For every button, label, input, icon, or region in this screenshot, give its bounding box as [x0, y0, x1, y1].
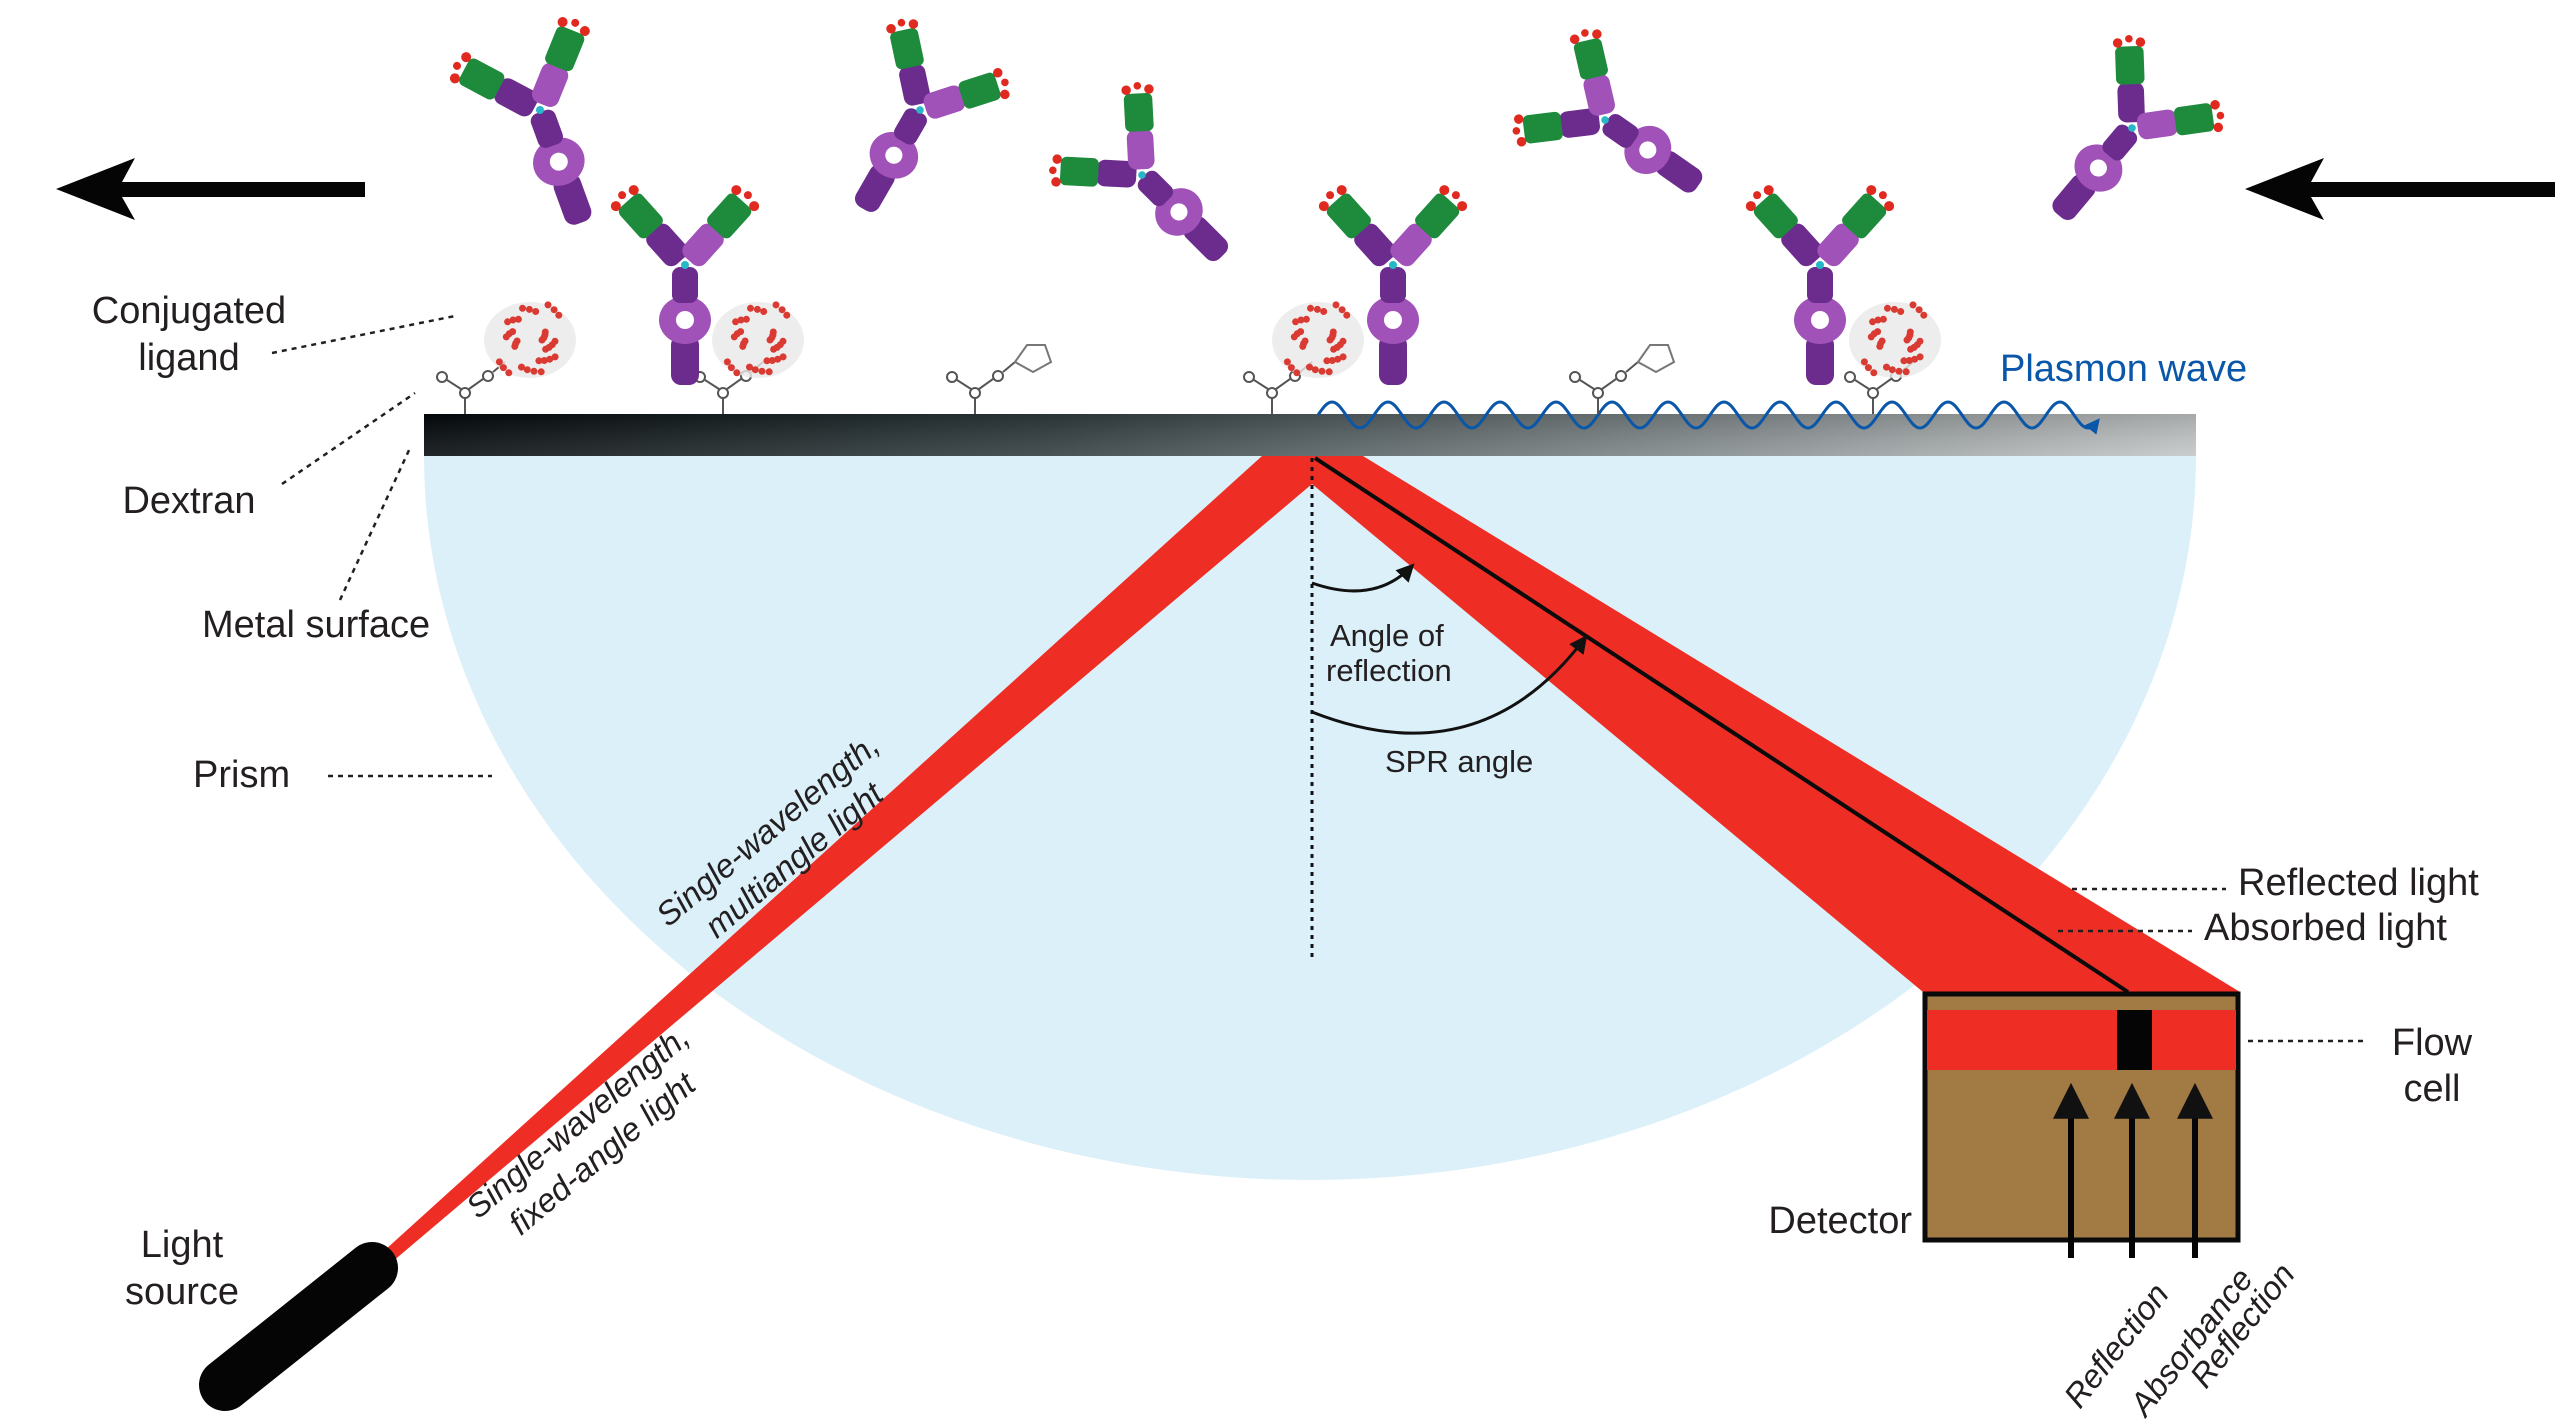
label-detector: Detector	[1768, 1200, 1912, 1242]
antibody	[854, 18, 1010, 212]
antibody	[1318, 185, 1468, 385]
conjugated-ligands	[484, 301, 1941, 378]
label-reflected-light: Reflected light	[2238, 862, 2479, 904]
leader-dextran	[281, 391, 416, 486]
antibodies	[449, 17, 2225, 385]
arrow-left-icon	[56, 158, 365, 220]
label-angle-of-reflection-2: reflection	[1326, 653, 1452, 688]
antibody	[1745, 185, 1895, 385]
dextran-linker	[946, 344, 1053, 414]
succinimide-ring	[1636, 344, 1676, 374]
label-dextran: Dextran	[122, 480, 255, 522]
label-angle-of-reflection-1: Angle of	[1330, 618, 1444, 653]
conjugated-ligand	[484, 301, 576, 378]
antibody	[1512, 29, 1703, 193]
antibody	[2052, 34, 2225, 220]
label-light-source-1: Light	[141, 1224, 224, 1266]
light-source	[199, 1242, 398, 1411]
label-flow-cell-1: Flow	[2392, 1022, 2473, 1064]
flow-arrow-right	[2245, 158, 2555, 220]
prism	[424, 456, 2196, 1180]
dextran-linker	[436, 361, 506, 414]
absorbance-block	[2117, 1010, 2152, 1070]
label-conjugated-ligand-2: ligand	[138, 337, 239, 379]
antibody	[610, 185, 760, 385]
conjugated-ligand	[1272, 301, 1364, 378]
antibody	[1049, 82, 1229, 262]
arrow-left-icon	[2245, 158, 2555, 220]
spr-angle-arc	[1311, 635, 1588, 735]
conjugated-ligand	[1849, 301, 1941, 378]
antibody	[449, 17, 592, 225]
label-conjugated-ligand-1: Conjugated	[92, 290, 286, 332]
metal-surface-shade	[424, 414, 2196, 456]
dextran-linker	[1569, 344, 1676, 414]
label-spr-angle: SPR angle	[1385, 744, 1533, 779]
detector	[1922, 991, 2241, 1258]
succinimide-ring	[1013, 344, 1053, 374]
label-plasmon-wave: Plasmon wave	[2000, 348, 2247, 390]
reflected-beam	[1262, 456, 2240, 992]
label-metal-surface: Metal surface	[202, 604, 430, 646]
label-flow-cell-2: cell	[2403, 1068, 2460, 1110]
angle-of-reflection-arc	[1311, 563, 1415, 593]
conjugated-ligand	[712, 301, 804, 378]
leader-metal-surface	[338, 447, 412, 601]
flow-arrow-left	[56, 158, 365, 220]
leader-conjugated-ligand	[271, 314, 456, 355]
label-light-source-2: source	[125, 1271, 239, 1313]
label-absorbed-light: Absorbed light	[2204, 907, 2447, 949]
plasmon-wave	[1316, 400, 2100, 435]
surface-linkers	[436, 344, 1914, 414]
incident-beam	[385, 456, 1363, 1262]
flow-cell-band	[1927, 1010, 2236, 1070]
absorbed-light-line	[1313, 456, 2130, 994]
label-prism: Prism	[193, 754, 290, 796]
